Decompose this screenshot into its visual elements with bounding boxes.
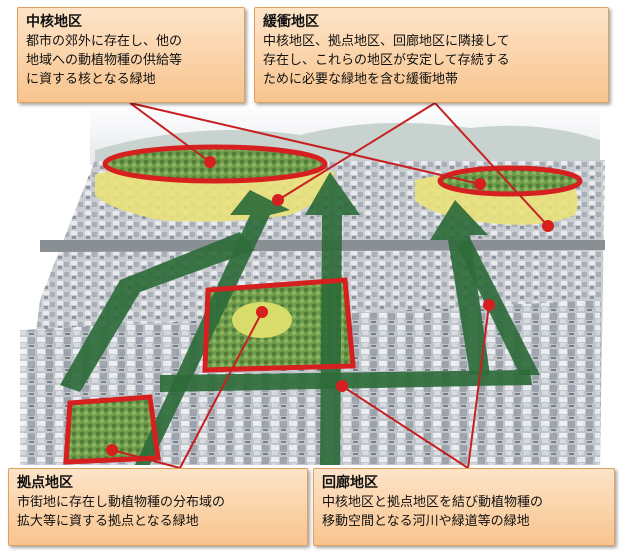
callout-core-title: 中核地区 xyxy=(26,14,82,30)
small-park xyxy=(66,398,158,462)
dot-buffer-right xyxy=(542,220,554,232)
hub-outline-park xyxy=(202,277,356,373)
core-forest-left xyxy=(107,149,323,183)
park-lawn xyxy=(232,302,292,338)
leader-corridor-right xyxy=(467,304,490,469)
callout-corridor-area: 回廊地区 中核地区と拠点地区を結び動植物種の 移動空間となる河川や緑道等の緑地 xyxy=(313,468,615,546)
dot-corridor-left xyxy=(336,380,348,392)
leader-corridor-left xyxy=(341,385,469,469)
callout-buffer-title: 緩衝地区 xyxy=(263,14,319,30)
hub-outline-small xyxy=(63,394,161,465)
callout-core-area: 中核地区 都市の郊外に存在し、他の 地域への動植物種の供給等 に資する核となる緑… xyxy=(17,7,245,103)
dot-buffer-left xyxy=(272,194,284,206)
green-corridors xyxy=(60,172,540,465)
leader-lines xyxy=(111,102,549,469)
marker-dots xyxy=(106,156,554,456)
highlight-outlines xyxy=(63,144,583,465)
leader-buffer-right xyxy=(434,102,549,227)
dot-hub-small xyxy=(106,444,118,456)
core-forest-right xyxy=(442,169,578,195)
callout-core-body: 都市の郊外に存在し、他の 地域への動植物種の供給等 に資する核となる緑地 xyxy=(26,34,183,87)
callout-corridor-title: 回廊地区 xyxy=(322,475,378,491)
core-outline-right xyxy=(437,165,583,197)
leader-buffer-left xyxy=(277,102,436,201)
leader-core-right xyxy=(129,102,481,185)
callout-hub-body: 市街地に存在し動植物種の分布域の 拡大等に資する拠点となる緑地 xyxy=(17,495,226,529)
leader-core-left xyxy=(129,102,211,163)
dot-corridor-right xyxy=(483,299,495,311)
callout-corridor-body: 中核地区と拠点地区を結び動植物種の 移動空間となる河川や緑道等の緑地 xyxy=(322,495,544,529)
core-outline-left xyxy=(102,144,328,184)
callout-hub-area: 拠点地区 市街地に存在し動植物種の分布域の 拡大等に資する拠点となる緑地 xyxy=(8,468,308,546)
callout-buffer-body: 中核地区、拠点地区、回廊地区に隣接して 存在し、これらの地区が安定して存続する … xyxy=(263,34,510,87)
dot-core-left xyxy=(204,156,216,168)
leader-hub-small xyxy=(111,449,181,469)
leader-hub-park xyxy=(179,311,263,469)
callout-buffer-area: 緩衝地区 中核地区、拠点地区、回廊地区に隣接して 存在し、これらの地区が安定して… xyxy=(254,7,609,103)
dot-hub-park xyxy=(256,306,268,318)
callout-hub-title: 拠点地区 xyxy=(17,475,73,491)
dot-core-right xyxy=(474,178,486,190)
